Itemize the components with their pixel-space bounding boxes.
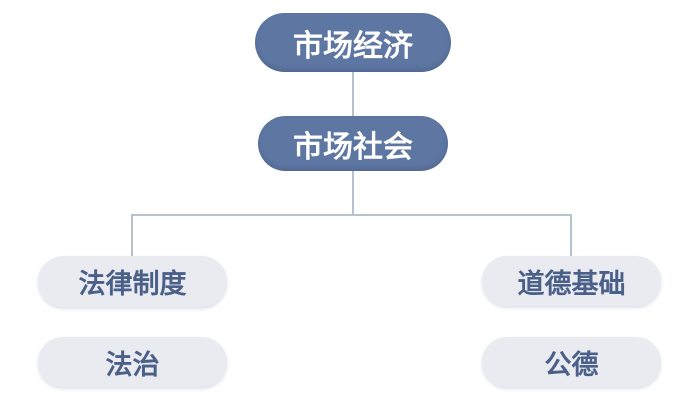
connector-market-economy-to-market-society — [352, 71, 354, 117]
node-market-economy: 市场经济 — [255, 13, 451, 72]
connector-branch-horizontal — [131, 214, 572, 216]
node-public-morality-label: 公德 — [544, 349, 599, 381]
node-moral-foundation: 道德基础 — [482, 256, 661, 306]
node-moral-foundation-label: 道德基础 — [517, 268, 626, 300]
node-rule-of-law: 法治 — [38, 337, 227, 387]
connector-branch-to-legal-system — [131, 214, 133, 258]
connector-branch-to-moral-foundation — [570, 214, 572, 258]
node-market-society: 市场社会 — [258, 116, 448, 171]
node-public-morality: 公德 — [482, 337, 661, 387]
node-market-economy-label: 市场经济 — [293, 28, 413, 64]
node-legal-system: 法律制度 — [38, 256, 227, 307]
node-market-society-label: 市场社会 — [293, 129, 413, 165]
connector-market-society-to-branch — [352, 170, 354, 216]
node-legal-system-label: 法律制度 — [78, 269, 187, 300]
node-rule-of-law-label: 法治 — [105, 349, 160, 381]
